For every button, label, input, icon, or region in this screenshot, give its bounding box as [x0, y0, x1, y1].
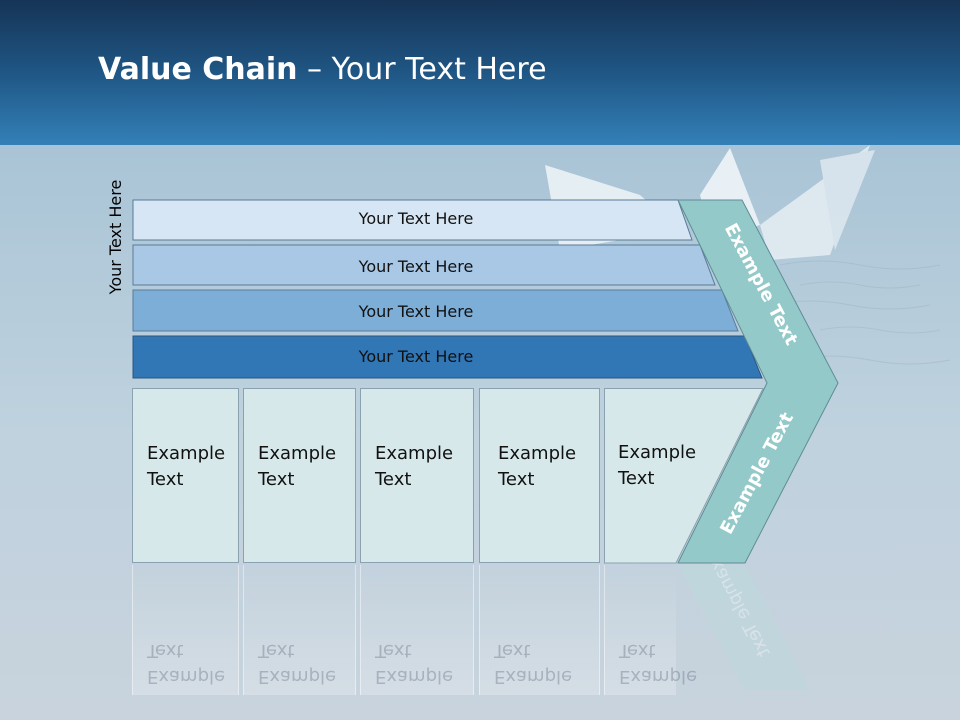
cell-reflection-3: Example Text — [360, 565, 474, 695]
bar-3: Your Text Here — [132, 289, 739, 332]
cell-5-line2: Text — [618, 468, 655, 489]
chevron-reflection: Example Text — [678, 545, 810, 690]
cell-reflection-2-line2: Text — [258, 640, 295, 661]
activity-cell-2: Example Text — [243, 388, 356, 563]
slide-title: Value Chain – Your Text Here — [98, 52, 547, 87]
cell-reflection-1-line1: Example — [147, 666, 226, 687]
activity-cell-4: Example Text — [479, 388, 600, 563]
cell-1-line1: Example — [147, 443, 226, 464]
title-bold: Value Chain — [98, 52, 298, 87]
activity-cell-5: Example Text — [618, 440, 696, 492]
cell-reflection-5: Example Text — [604, 565, 697, 695]
cell-2-line1: Example — [258, 443, 337, 464]
bar-4-label: Your Text Here — [358, 347, 474, 366]
cell-reflection-3-line1: Example — [375, 666, 454, 687]
bar-1: Your Text Here — [132, 199, 693, 241]
activity-cell-3: Example Text — [360, 388, 474, 563]
header-band — [0, 0, 960, 145]
cell-reflection-1: Example Text — [132, 565, 239, 695]
cell-2-line2: Text — [258, 469, 295, 490]
cell-reflection-3-line2: Text — [375, 640, 412, 661]
activity-cell-1: Example Text — [132, 388, 239, 563]
cell-reflection-4-line2: Text — [494, 640, 531, 661]
cell-reflection-1-line2: Text — [147, 640, 184, 661]
cell-1-line2: Text — [147, 469, 184, 490]
cell-reflection-2-line1: Example — [258, 666, 337, 687]
cell-3-line1: Example — [375, 443, 454, 464]
cell-reflection-4: Example Text — [479, 565, 600, 695]
title-rest: – Your Text Here — [297, 52, 547, 87]
cell-reflection-5-line2: Text — [619, 640, 656, 661]
bar-2: Your Text Here — [132, 244, 716, 286]
cell-reflection-2: Example Text — [243, 565, 356, 695]
bar-1-label: Your Text Here — [358, 209, 474, 228]
cell-4-line1: Example — [498, 443, 577, 464]
bar-2-label: Your Text Here — [358, 257, 474, 276]
cell-reflection-4-line1: Example — [494, 666, 573, 687]
cell-3-line2: Text — [375, 469, 412, 490]
cell-5-line1: Example — [618, 442, 697, 463]
bar-3-label: Your Text Here — [358, 302, 474, 321]
bar-4: Your Text Here — [132, 335, 763, 379]
cell-4-line2: Text — [498, 469, 535, 490]
cell-reflection-5-line1: Example — [619, 666, 698, 687]
activity-cell-5-shape — [604, 388, 764, 564]
